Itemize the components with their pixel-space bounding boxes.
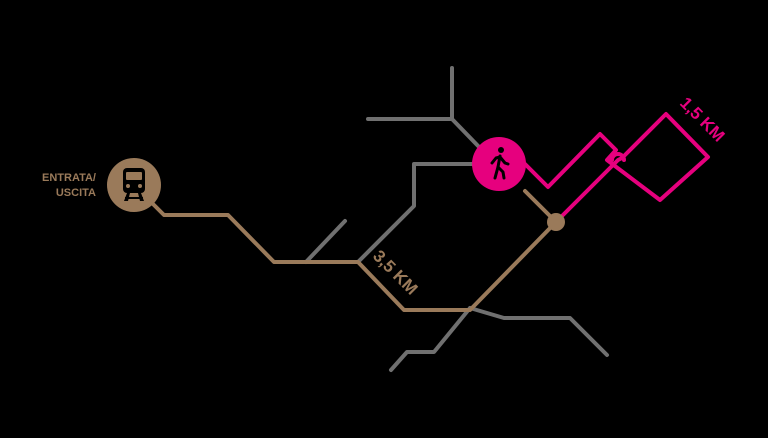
brown-route [133,184,558,312]
start-label-line1: ENTRATA/ [42,172,96,184]
train-icon [123,168,145,201]
grey-paths [304,66,609,372]
pink-route-bridge [610,152,626,162]
grey-path-lower-left [389,306,472,372]
walk-marker[interactable] [472,137,526,191]
grey-path-top-diagonal [450,117,484,152]
grey-path-lower-right [468,306,609,357]
grey-path-left-loop [356,162,484,264]
brown-route-distance-label: 3,5 KM [369,246,421,298]
start-label: ENTRATA/ USCITA [42,172,96,199]
grey-path-top-branch [366,66,454,121]
junction-dot [547,213,565,231]
brown-route-main [133,184,558,312]
pink-route-outbound [523,112,710,202]
start-label-line2: USCITA [56,187,96,199]
pedestrian-walking-icon [490,147,510,180]
start-marker[interactable] [107,158,161,212]
grey-path-short-spur [304,219,347,264]
pink-route-return [554,156,624,224]
pink-route-distance-label: 1,5 KM [676,93,728,145]
pink-route [523,112,710,224]
